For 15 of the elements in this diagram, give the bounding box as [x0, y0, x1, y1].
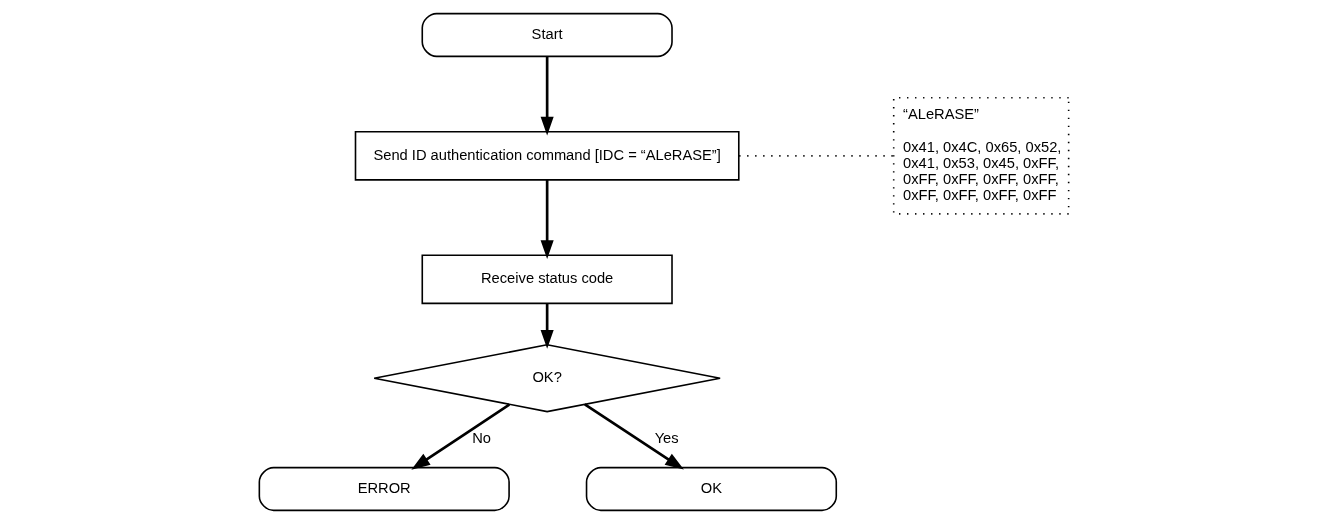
node-box: ERROR	[258, 466, 510, 512]
node-diamond: OK?	[372, 344, 721, 413]
node-box: Receive status code	[420, 254, 673, 305]
node-box: OK	[585, 466, 837, 512]
node-box: Start	[420, 12, 673, 58]
arrow	[410, 403, 510, 470]
edge-label: No	[471, 430, 491, 447]
arrow	[540, 56, 554, 136]
connector	[737, 155, 894, 157]
node-box: “ALeRASE” 0x41, 0x4C, 0x65, 0x52, 0x41, 0x53, 0x45, 0xFF, 0xFF, 0xFF, 0xFF, 0xFF, 0xFF, 0xFF, 0xFF, 0xFF	[892, 96, 1069, 215]
edge-label: Yes	[654, 430, 679, 447]
arrow	[583, 403, 684, 470]
arrow	[540, 179, 554, 260]
arrow	[540, 303, 554, 349]
node-box: Send ID authentication command [IDC = “ALeRASE”]	[354, 131, 740, 181]
